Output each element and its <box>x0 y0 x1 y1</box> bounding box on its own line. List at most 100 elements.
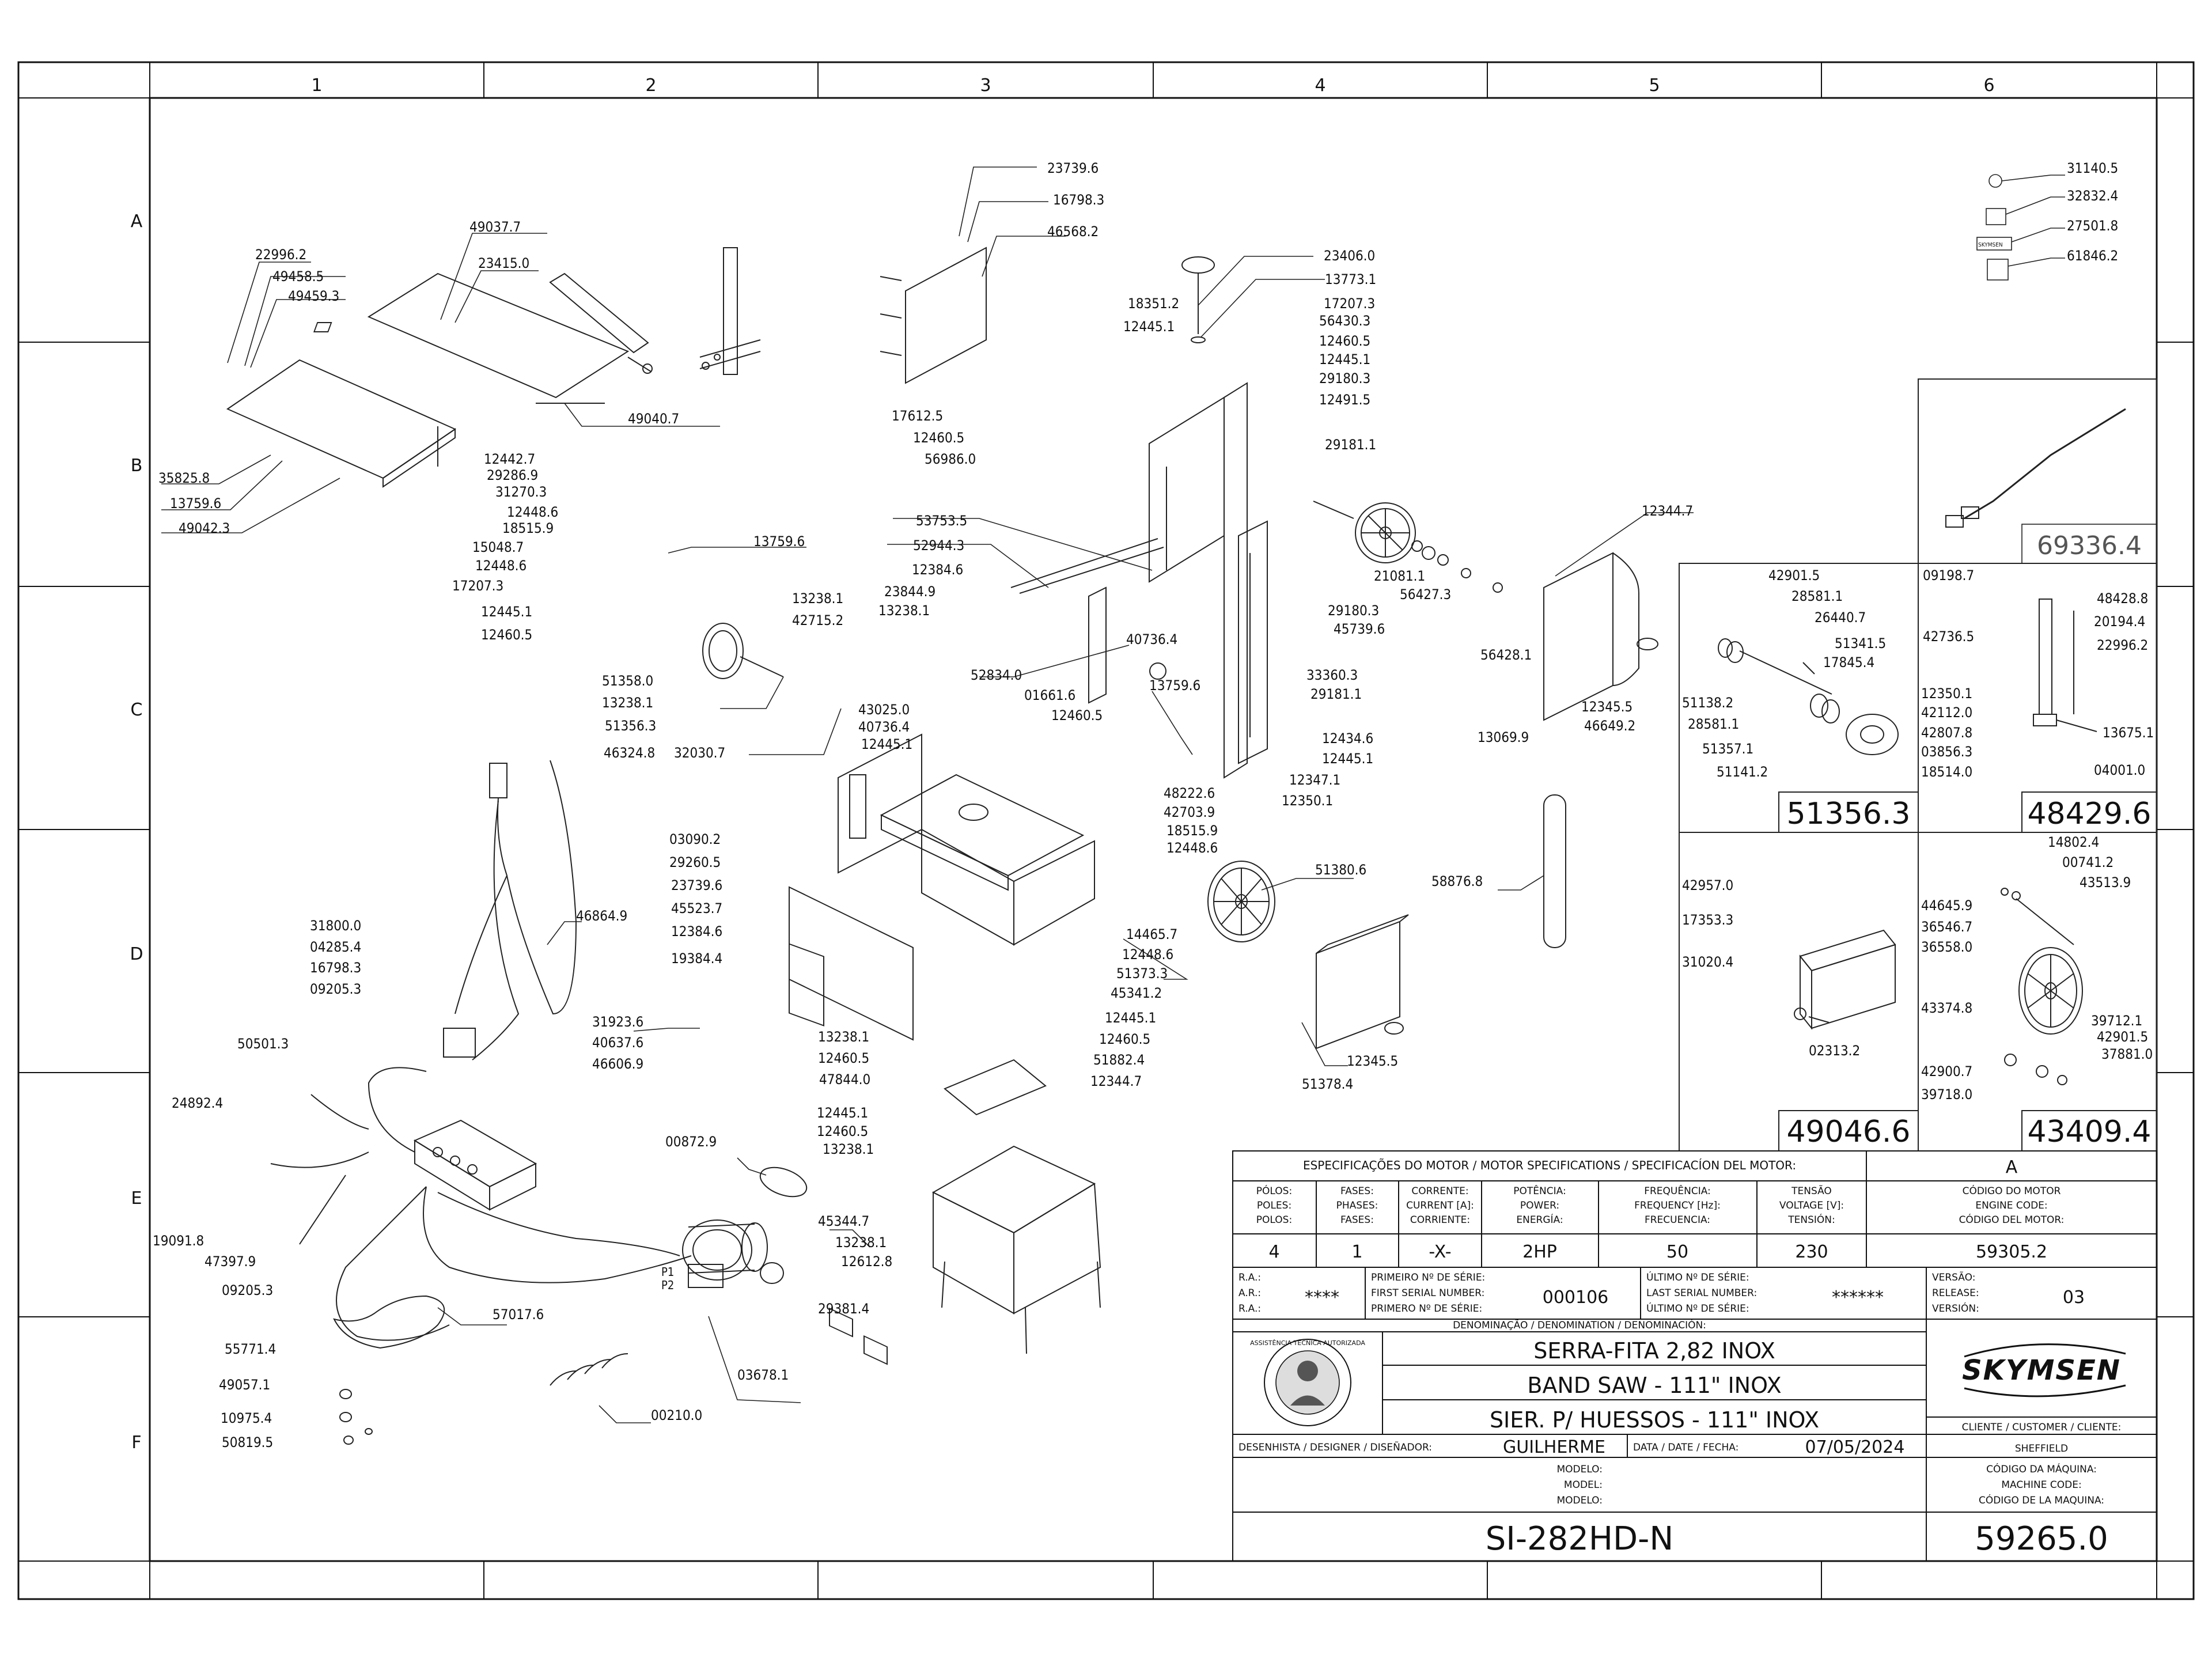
assembly-code: 43409.4 <box>2027 1115 2151 1149</box>
detail-callout: 26440.7 <box>1815 609 1866 626</box>
top-cover-part <box>905 247 987 384</box>
callout-label: 58876.8 <box>1431 873 1483 889</box>
detail-callout: 43513.9 <box>2080 874 2131 891</box>
callout-label: 13069.9 <box>1478 729 1529 745</box>
detail-callout: 42112.0 <box>1921 704 1972 721</box>
last-serial-label: ÚLTIMO Nº DE SÉRIE: <box>1646 1302 1749 1315</box>
saw-blade-part <box>1543 794 1566 948</box>
spec-header: CORRIENTE: <box>1410 1214 1470 1226</box>
callout-label: 17207.3 <box>1324 296 1375 312</box>
grid-row-a: A <box>131 211 143 232</box>
grid-row-f: F <box>131 1433 141 1453</box>
detail-callout: 44645.9 <box>1921 897 1972 914</box>
callout-label: 12345.5 <box>1581 699 1633 715</box>
callout-label: 13238.1 <box>835 1234 887 1251</box>
spec-heading: ESPECIFICAÇÕES DO MOTOR / MOTOR SPECIFIC… <box>1303 1158 1796 1172</box>
client-label: CLIENTE / CUSTOMER / CLIENTE: <box>1962 1422 2122 1433</box>
detail-callout: 51357.1 <box>1702 741 1753 757</box>
spec-header: TENSIÓN: <box>1787 1213 1835 1226</box>
power-plug-part <box>489 763 507 798</box>
callout-label: 13773.1 <box>1325 271 1376 287</box>
detail-callout: 13675.1 <box>2103 725 2154 741</box>
callout-label: 16798.3 <box>310 960 361 976</box>
motor-plate-part <box>944 1059 1047 1116</box>
model-label: MODELO: <box>1556 1495 1603 1506</box>
callout-label: 13238.1 <box>878 603 930 619</box>
grid-row-b: B <box>131 456 143 476</box>
callout-label: 12442.7 <box>484 451 535 467</box>
callout-label: 12384.6 <box>671 923 722 940</box>
spec-value: 1 <box>1351 1242 1362 1262</box>
callout-label: 12344.7 <box>1090 1073 1142 1089</box>
callout-label: 18515.9 <box>1166 823 1218 839</box>
callout-label: 50819.5 <box>222 1434 273 1450</box>
first-serial-label: PRIMEIRO Nº DE SÉRIE: <box>1371 1271 1485 1283</box>
motor-terminal-labels: P1 P2 <box>661 1265 674 1292</box>
connector-bundle-part <box>333 1295 445 1349</box>
brand-decal-text: SKYMSEN <box>1978 242 2003 248</box>
part-illustrations <box>226 247 1658 1445</box>
callout-label: 12344.7 <box>1642 503 1693 519</box>
callout-label: 13759.6 <box>1149 677 1200 694</box>
assembly-48429-detail: 09198.7 48428.8 42736.5 20194.4 22996.2 … <box>1921 567 2154 831</box>
version-label: VERSÃO: <box>1932 1271 1975 1283</box>
fence-plate-part <box>367 272 630 399</box>
spec-header: POTÊNCIA: <box>1513 1184 1566 1197</box>
machine-name-en: BAND SAW - 111" INOX <box>1527 1373 1781 1398</box>
spec-header: TENSÃO <box>1791 1184 1832 1197</box>
callout-label: 12448.6 <box>1122 946 1173 963</box>
spec-header: POWER: <box>1520 1200 1559 1211</box>
brand-decal-icon <box>1976 237 2012 251</box>
callout-label: 40637.6 <box>592 1035 643 1051</box>
detail-callout: 00741.2 <box>2062 854 2113 870</box>
callout-label: 23844.9 <box>884 584 935 600</box>
callout-label: 48222.6 <box>1164 785 1215 801</box>
callout-label: 19384.4 <box>671 950 722 967</box>
spec-value: 2HP <box>1522 1242 1557 1262</box>
upper-wheel-part <box>1355 502 1416 563</box>
denomination-label: DENOMINAÇÃO / DENOMINATION / DENOMINACIÓ… <box>1453 1319 1706 1331</box>
callout-label: 45341.2 <box>1111 985 1162 1001</box>
designer-value: GUILHERME <box>1503 1437 1605 1457</box>
callout-label: 49057.1 <box>219 1377 270 1393</box>
first-serial-label: PRIMERO Nº DE SÉRIE: <box>1371 1302 1482 1315</box>
callout-label: 12460.5 <box>817 1123 868 1139</box>
callout-label: 29260.5 <box>669 854 721 870</box>
detail-callout: 48428.8 <box>2097 590 2148 607</box>
callout-label: 12445.1 <box>1319 351 1370 368</box>
grid-col-5: 5 <box>1649 75 1660 96</box>
callout-label: 51882.4 <box>1093 1052 1145 1068</box>
callout-label: 12445.1 <box>861 736 912 752</box>
detail-callout: 22996.2 <box>2097 637 2148 653</box>
spec-header: POLES: <box>1257 1200 1291 1211</box>
grid-row-e: E <box>131 1188 142 1209</box>
assembly-code: 48429.6 <box>2027 797 2151 831</box>
detail-callout: 51138.2 <box>1682 695 1733 711</box>
detail-callout: 37881.0 <box>2101 1046 2153 1062</box>
callout-label: 29180.3 <box>1319 370 1370 387</box>
callout-label: 49459.3 <box>288 288 339 304</box>
motor-spec-table: ESPECIFICAÇÕES DO MOTOR / MOTOR SPECIFIC… <box>1232 1150 2157 1268</box>
machine-code-label: MACHINE CODE: <box>2001 1479 2081 1491</box>
callout-label: 49458.5 <box>272 268 324 285</box>
callout-label: 51380.6 <box>1315 862 1366 878</box>
client-value: SHEFFIELD <box>2015 1443 2068 1455</box>
detail-callout: 28581.1 <box>1791 588 1843 604</box>
callout-label: 31923.6 <box>592 1014 643 1030</box>
version-label: VERSIÓN: <box>1932 1302 1979 1315</box>
callout-label: 29381.4 <box>818 1301 869 1317</box>
detail-callout: 36546.7 <box>1921 919 1972 935</box>
grid-col-4: 4 <box>1315 75 1325 96</box>
callout-label: 23406.0 <box>1324 248 1375 264</box>
callout-label: 12350.1 <box>1282 793 1333 809</box>
detail-callout: 36558.0 <box>1921 939 1972 955</box>
motor-part <box>682 1219 752 1281</box>
callout-label: 24892.4 <box>172 1095 223 1111</box>
callout-label: 00210.0 <box>651 1407 702 1423</box>
detail-callout: 42900.7 <box>1921 1063 1972 1080</box>
detail-callout: 03856.3 <box>1921 744 1972 760</box>
spec-header: FASES: <box>1340 1185 1374 1197</box>
callout-label: 01661.6 <box>1024 687 1075 703</box>
callout-label: 12460.5 <box>1319 333 1370 349</box>
decals-group: SKYMSEN 31140.5 32832.4 27501.8 61846.2 <box>1976 160 2118 281</box>
